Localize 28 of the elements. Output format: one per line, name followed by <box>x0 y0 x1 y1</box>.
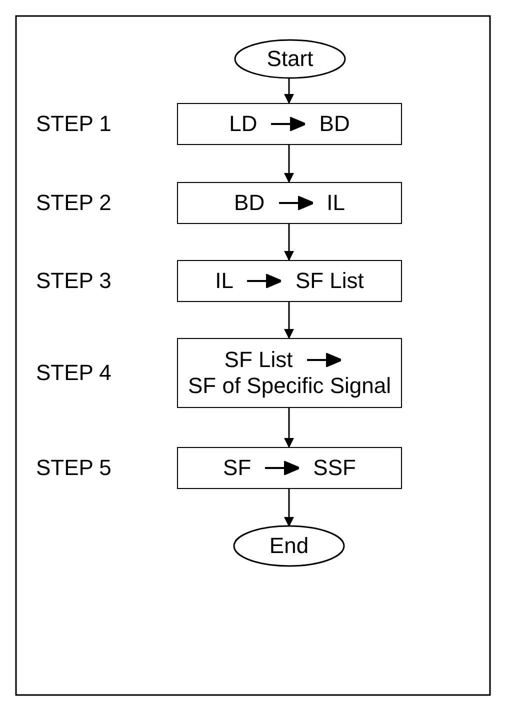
step-label: STEP 4 <box>36 360 112 386</box>
step-text: BD <box>234 190 265 216</box>
process-box <box>177 447 402 489</box>
step-text: IL <box>326 190 345 216</box>
arrow <box>284 408 294 448</box>
arrow <box>284 145 294 183</box>
step-text: LD <box>229 110 258 138</box>
step-text: SF of Specific Signal <box>188 373 391 400</box>
arrow <box>284 302 294 339</box>
process-box <box>177 338 402 408</box>
arrow <box>284 224 294 261</box>
terminal-label: Start <box>266 46 314 72</box>
step-label: STEP 1 <box>36 111 112 137</box>
step-text: SSF <box>313 454 356 482</box>
step-label: STEP 3 <box>36 268 112 294</box>
step-text: BD <box>319 110 350 138</box>
step-text: SF List <box>224 346 293 373</box>
step-text: SF List <box>295 268 364 294</box>
arrow <box>284 78 294 104</box>
process-box <box>177 103 402 145</box>
process-box <box>177 182 402 224</box>
step-text: SF <box>223 454 252 482</box>
terminal-label: End <box>269 532 309 560</box>
step-text: IL <box>215 268 234 294</box>
process-box <box>177 260 402 302</box>
step-label: STEP 2 <box>36 190 112 216</box>
step-label: STEP 5 <box>36 455 112 481</box>
arrow <box>284 489 294 527</box>
